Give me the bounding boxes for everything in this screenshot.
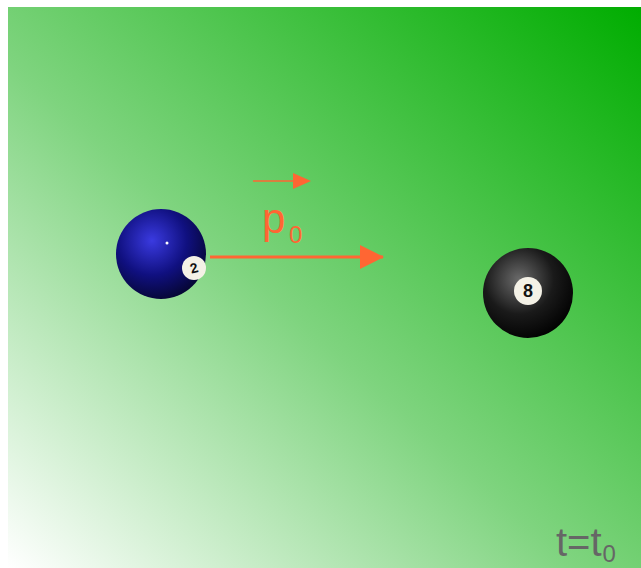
highlight (166, 242, 169, 245)
time-label: t=t (556, 522, 602, 562)
ball-body (116, 209, 206, 299)
table-felt (8, 7, 641, 568)
number-disk (514, 277, 542, 305)
momentum-arrow (210, 256, 383, 259)
subscript: 0 (289, 223, 302, 247)
ball-two: 2 (116, 209, 206, 299)
ball-eight: 8 (483, 248, 573, 338)
momentum-symbol: p (262, 198, 285, 240)
arrow-head (360, 245, 384, 269)
ball-shape (116, 209, 206, 299)
number-disk (182, 256, 206, 280)
subscript: 0 (603, 542, 616, 566)
ball-number: 8 (523, 282, 533, 300)
ball-body (483, 248, 573, 338)
vector-head (293, 173, 311, 189)
vector-bar (253, 180, 296, 182)
